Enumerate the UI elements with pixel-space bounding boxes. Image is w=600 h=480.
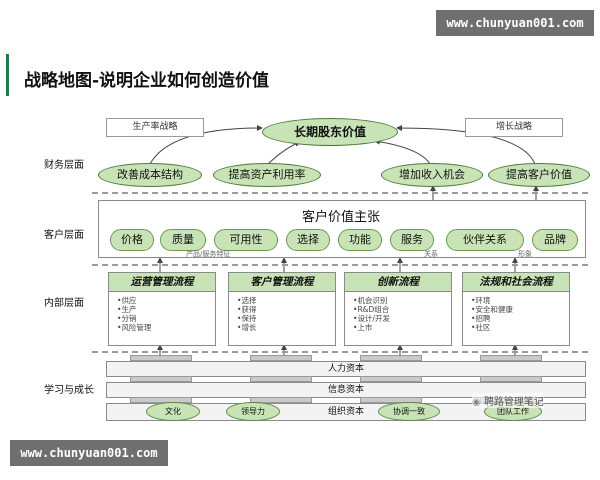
customer-item-6: 伙伴关系 xyxy=(446,229,524,251)
connector-block-2 xyxy=(360,355,422,361)
sublabel-product: 产品/服务特征 xyxy=(186,250,231,258)
process-title-0: 运营管理流程 xyxy=(109,273,215,292)
finance-item-3: 提高客户价值 xyxy=(488,163,590,187)
process-1-item-2: •保持 xyxy=(237,314,257,323)
connector-block-3 xyxy=(480,355,542,361)
learning-pill-2: 协调一致 xyxy=(378,402,440,421)
customer-item-4: 功能 xyxy=(338,229,382,251)
wechat-mark-text: 聘路管理笔记 xyxy=(483,397,544,408)
finance-item-0: 改善成本结构 xyxy=(98,163,202,187)
process-box-1: 客户管理流程 •选择 •获得 •保持 •增长 xyxy=(228,272,336,346)
finance-item-1: 提高资产利用率 xyxy=(213,163,321,187)
wechat-mark: ◉ 聘路管理笔记 xyxy=(472,393,544,408)
process-2-item-0: •机会识别 xyxy=(353,296,388,305)
customer-item-2: 可用性 xyxy=(214,229,278,251)
process-0-item-3: •风险管理 xyxy=(117,323,152,332)
row-label-internal: 内部层面 xyxy=(44,298,84,309)
process-title-1: 客户管理流程 xyxy=(229,273,335,292)
divider-finance xyxy=(92,192,588,194)
process-2-item-2: •设计/开发 xyxy=(353,314,390,323)
page-title: 战略地图-说明企业如何创造价值 xyxy=(24,71,270,91)
customer-item-7: 品牌 xyxy=(532,229,578,251)
sublabel-image: 形象 xyxy=(518,250,532,258)
row-label-finance: 财务层面 xyxy=(44,160,84,171)
connector-block-10 xyxy=(360,397,422,403)
learning-pill-1: 领导力 xyxy=(226,402,280,421)
finance-item-2: 增加收入机会 xyxy=(381,163,483,187)
process-3-item-2: •招聘 xyxy=(471,314,491,323)
sublabel-relation: 关系 xyxy=(424,250,438,258)
process-list-1: •选择 •获得 •保持 •增长 xyxy=(229,292,335,332)
connector-block-0 xyxy=(130,355,192,361)
connector-block-5 xyxy=(250,376,312,382)
productivity-strategy-box: 生产率战略 xyxy=(106,118,204,137)
process-list-0: •供应 •生产 •分销 •风险管理 xyxy=(109,292,215,332)
human-capital-band: 人力资本 xyxy=(106,361,586,377)
customer-item-5: 服务 xyxy=(390,229,434,251)
process-1-item-3: •增长 xyxy=(237,323,257,332)
process-box-3: 法规和社会流程 •环境 •安全和健康 •招聘 •社区 xyxy=(462,272,570,346)
process-0-item-0: •供应 xyxy=(117,296,137,305)
divider-customer xyxy=(92,264,588,266)
process-list-3: •环境 •安全和健康 •招聘 •社区 xyxy=(463,292,569,332)
divider-internal xyxy=(92,351,588,353)
process-3-item-1: •安全和健康 xyxy=(471,305,513,314)
customer-item-0: 价格 xyxy=(110,229,154,251)
customer-value-heading: 客户价值主张 xyxy=(301,210,380,225)
watermark-bottom: www.chunyuan001.com xyxy=(10,440,168,466)
connector-block-6 xyxy=(360,376,422,382)
process-0-item-1: •生产 xyxy=(117,305,137,314)
process-title-2: 创新流程 xyxy=(345,273,451,292)
goal-oval: 长期股东价值 xyxy=(262,118,398,146)
information-capital-band: 信息资本 xyxy=(106,382,586,398)
process-1-item-1: •获得 xyxy=(237,305,257,314)
process-2-item-1: •R&D组合 xyxy=(353,305,390,314)
process-title-3: 法规和社会流程 xyxy=(463,273,569,292)
process-3-item-3: •社区 xyxy=(471,323,491,332)
growth-strategy-box: 增长战略 xyxy=(465,118,563,137)
connector-block-7 xyxy=(480,376,542,382)
connector-block-4 xyxy=(130,376,192,382)
process-box-2: 创新流程 •机会识别 •R&D组合 •设计/开发 •上市 xyxy=(344,272,452,346)
row-label-customer: 客户层面 xyxy=(44,230,84,241)
process-1-item-0: •选择 xyxy=(237,296,257,305)
organization-capital-band: 组织资本 xyxy=(106,403,586,421)
connector-block-9 xyxy=(250,397,312,403)
title-accent-bar xyxy=(6,54,9,96)
customer-item-3: 选择 xyxy=(286,229,330,251)
process-0-item-2: •分销 xyxy=(117,314,137,323)
process-list-2: •机会识别 •R&D组合 •设计/开发 •上市 xyxy=(345,292,451,332)
process-2-item-3: •上市 xyxy=(353,323,373,332)
process-box-0: 运营管理流程 •供应 •生产 •分销 •风险管理 xyxy=(108,272,216,346)
learning-pill-0: 文化 xyxy=(146,402,200,421)
connector-block-1 xyxy=(250,355,312,361)
wechat-icon: ◉ xyxy=(472,397,481,408)
process-3-item-0: •环境 xyxy=(471,296,491,305)
customer-item-1: 质量 xyxy=(160,229,206,251)
row-label-learning: 学习与成长 xyxy=(44,385,94,396)
watermark-top: www.chunyuan001.com xyxy=(436,10,594,36)
